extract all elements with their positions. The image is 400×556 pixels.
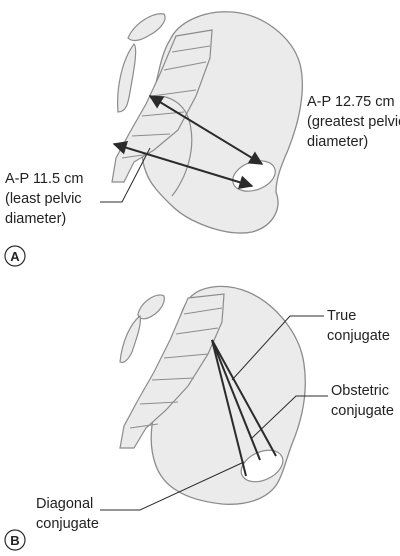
obstetric-conjugate-line <box>211 339 261 461</box>
bone-fragment-top-b <box>137 294 165 320</box>
least-diameter-label: A-P 11.5 cm (least pelvic diameter) <box>5 171 87 227</box>
true-conjugate-line <box>211 339 277 457</box>
least-diameter-arrow <box>112 140 254 190</box>
least-diameter-leader <box>100 147 151 203</box>
panel-a-badge <box>4 245 26 267</box>
greatest-diameter-label: A-P 12.75 cm (greatest pelvic diameter) <box>307 94 400 150</box>
panel-b-letter: B <box>10 533 19 548</box>
diagonal-conjugate-label: Diagonal conjugate <box>36 496 99 532</box>
diagonal-conjugate-leader <box>100 461 245 511</box>
pubic-ring-b <box>240 449 284 483</box>
panel-b: True conjugate Obstetric conjugate Diago… <box>4 285 394 551</box>
bone-fragment-top <box>127 13 166 42</box>
bone-fragment-left-b <box>119 314 141 364</box>
bone-fragment-left <box>117 43 137 113</box>
obstetric-conjugate-label: Obstetric conjugate <box>331 383 394 419</box>
panel-a: A-P 12.75 cm (greatest pelvic diameter) … <box>4 11 400 267</box>
true-conjugate-label: True conjugate <box>327 308 390 344</box>
true-conjugate-leader <box>231 315 324 381</box>
panel-a-letter: A <box>10 249 20 264</box>
sacrum-segment-lines-b <box>129 307 223 429</box>
panel-b-badge <box>4 529 26 551</box>
diagonal-conjugate-line <box>211 339 247 477</box>
sacrum-b <box>119 293 225 449</box>
obstetric-conjugate-leader <box>251 395 328 439</box>
